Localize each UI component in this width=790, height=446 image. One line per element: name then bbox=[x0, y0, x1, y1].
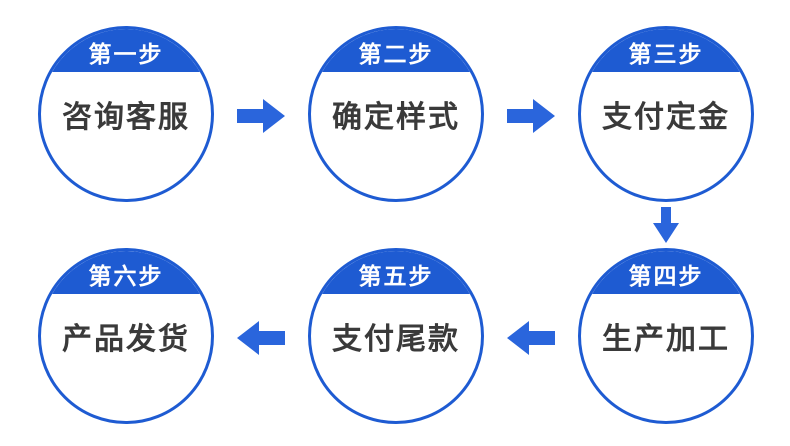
step-label: 第一步 bbox=[88, 40, 164, 67]
step-label: 第三步 bbox=[628, 40, 704, 67]
step-circle-2: 确定样式 第二步 bbox=[308, 26, 484, 202]
step-circle-6: 产品发货 第六步 bbox=[38, 248, 214, 424]
step-title: 支付尾款 bbox=[332, 323, 460, 356]
step-label: 第六步 bbox=[88, 262, 164, 289]
step-title: 确定样式 bbox=[332, 101, 460, 134]
step-cap: 第二步 bbox=[311, 29, 481, 72]
step-title: 支付定金 bbox=[602, 101, 730, 134]
step-cap: 第四步 bbox=[581, 251, 751, 294]
step-label: 第二步 bbox=[358, 40, 434, 67]
step-cap: 第三步 bbox=[581, 29, 751, 72]
step-title: 产品发货 bbox=[62, 323, 190, 356]
arrow-left-icon bbox=[507, 321, 555, 355]
step-circle-5: 支付尾款 第五步 bbox=[308, 248, 484, 424]
step-cap: 第六步 bbox=[41, 251, 211, 294]
arrow-down-icon bbox=[653, 207, 679, 243]
step-circle-1: 咨询客服 第一步 bbox=[38, 26, 214, 202]
step-circle-3: 支付定金 第三步 bbox=[578, 26, 754, 202]
arrow-right-icon bbox=[507, 99, 555, 133]
step-cap: 第一步 bbox=[41, 29, 211, 72]
step-circle-4: 生产加工 第四步 bbox=[578, 248, 754, 424]
step-label: 第五步 bbox=[358, 262, 434, 289]
step-cap: 第五步 bbox=[311, 251, 481, 294]
arrow-left-icon bbox=[237, 321, 285, 355]
step-title: 咨询客服 bbox=[62, 101, 190, 134]
arrow-right-icon bbox=[237, 99, 285, 133]
step-label: 第四步 bbox=[628, 262, 704, 289]
step-title: 生产加工 bbox=[602, 323, 730, 356]
